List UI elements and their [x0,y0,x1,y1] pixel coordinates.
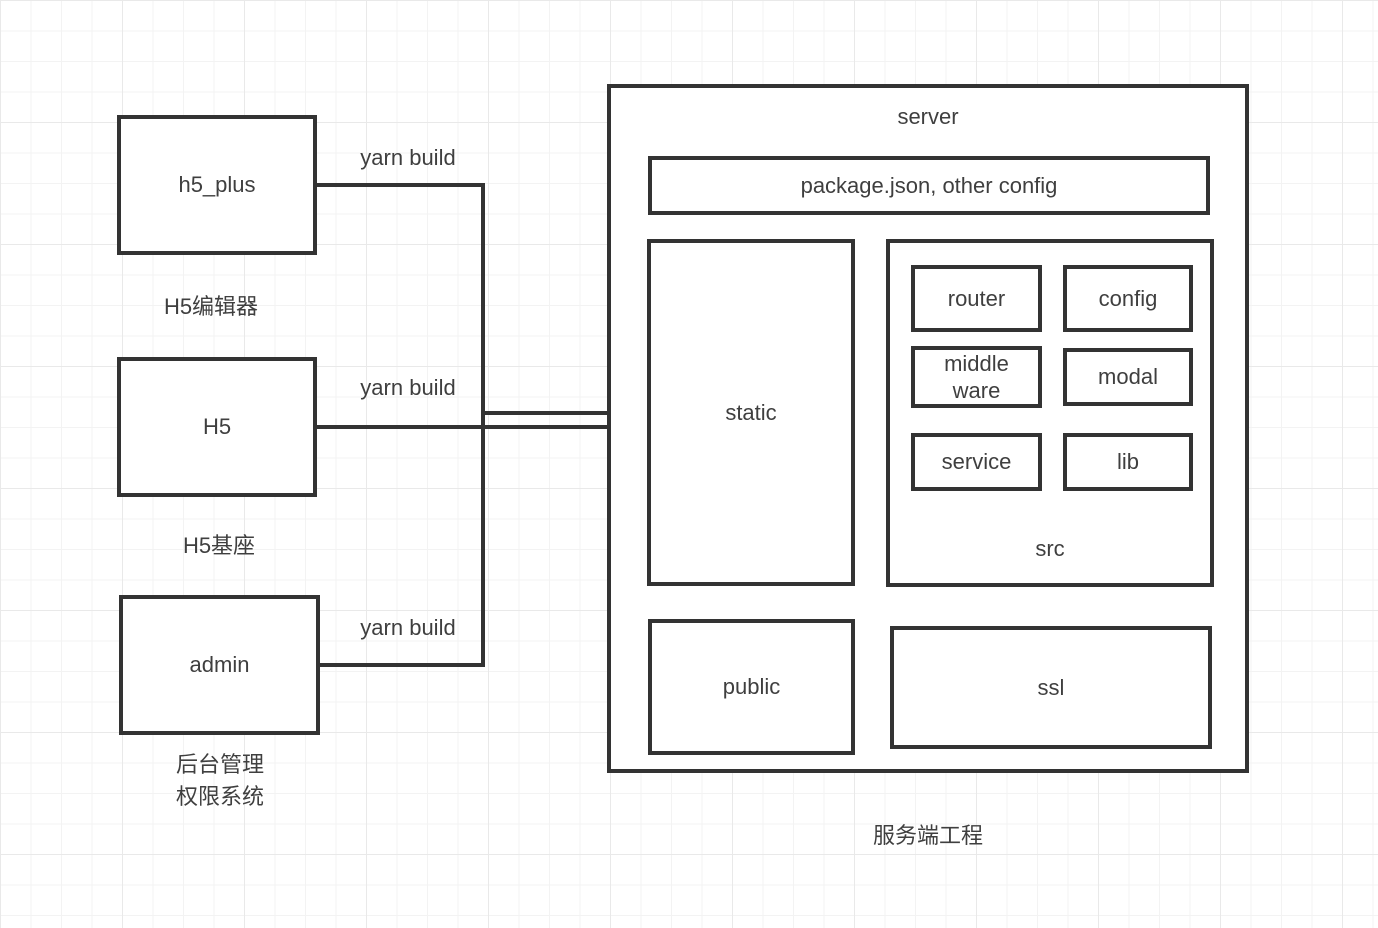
caption-server-project: 服务端工程 [872,823,983,848]
node-server-title: server [897,104,959,129]
node-lib: lib [1063,433,1193,491]
node-middleware-line1: middle [944,350,1009,376]
node-static: static [647,239,855,586]
node-package-config: package.json, other config [648,156,1210,215]
node-public: public [648,619,855,755]
node-modal-label: modal [1098,364,1158,390]
node-middleware-line2: ware [952,378,1001,403]
node-h5: H5 [117,357,317,497]
node-service: service [911,433,1042,491]
node-admin: admin [119,595,320,735]
node-lib-label: lib [1116,449,1139,475]
node-h5-plus-label: h5_plus [178,172,256,198]
node-ssl: ssl [890,626,1212,749]
node-service-label: service [941,449,1012,475]
edge-label-yarn-build-3: yarn build [360,615,456,640]
node-h5-label: H5 [202,414,232,440]
node-middleware: middle ware [911,346,1042,408]
node-ssl-label: ssl [1037,674,1065,700]
node-public-label: public [722,674,781,700]
node-config-label: config [1098,285,1158,311]
node-package-config-label: package.json, other config [800,172,1058,198]
node-admin-label: admin [189,652,250,678]
node-router-label: router [947,285,1006,311]
node-router: router [911,265,1042,332]
node-src-label: src [1035,536,1065,561]
node-h5-plus: h5_plus [117,115,317,255]
node-modal: modal [1063,348,1193,406]
caption-h5-editor: H5编辑器 [163,294,259,319]
node-config: config [1063,265,1193,332]
caption-h5-base: H5基座 [182,533,256,558]
caption-admin-line2: 权限系统 [175,783,264,809]
node-static-label: static [725,399,777,425]
edge-label-yarn-build-1: yarn build [360,145,456,170]
caption-admin-line1: 后台管理 [175,752,264,777]
edge-label-yarn-build-2: yarn build [360,375,456,400]
caption-admin-system: 后台管理 权限系统 [120,749,320,813]
